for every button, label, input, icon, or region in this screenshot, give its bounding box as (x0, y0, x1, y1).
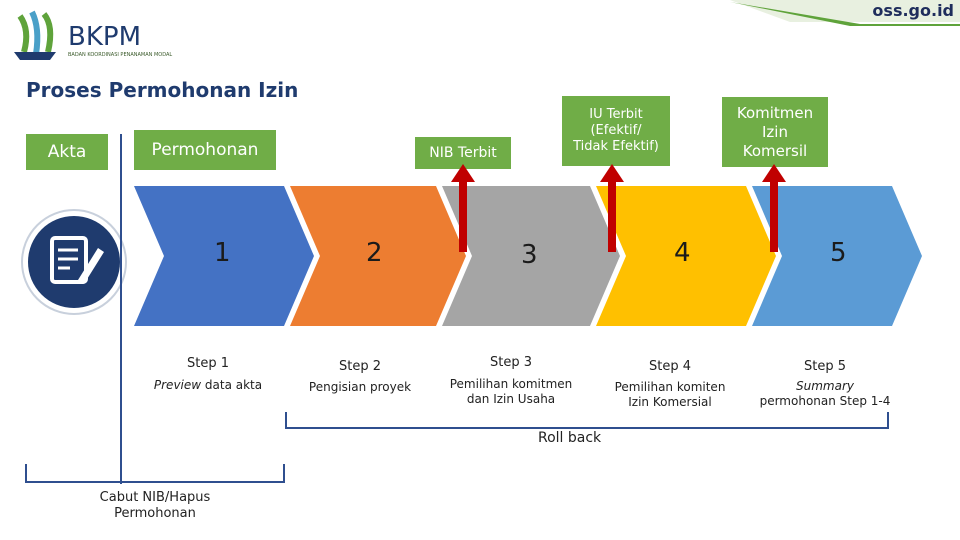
cabut-label: Cabut NIB/Hapus Permohonan (60, 490, 250, 522)
step-5-number: 5 (830, 238, 847, 268)
step-1-number: 1 (214, 238, 231, 268)
iu-terbit-line-3: Tidak Efektif) (573, 139, 659, 154)
cabut-line-1: Cabut NIB/Hapus (99, 490, 211, 505)
chevron-step-5 (752, 186, 922, 326)
site-label[interactable]: oss.go.id (872, 1, 954, 20)
iu-terbit-line-1: IU Terbit (589, 107, 643, 122)
bkpm-logo-mark (14, 10, 56, 60)
komitmen-label: Komitmen Izin Komersil (722, 97, 828, 167)
bkpm-logo-subtitle: BADAN KOORDINASI PENANAMAN MODAL (68, 52, 173, 58)
banner-swoosh (730, 0, 960, 26)
cabut-bracket (25, 464, 285, 483)
timeline-divider (120, 134, 122, 484)
cabut-line-2: Permohonan (114, 506, 196, 521)
komitmen-line-3: Komersil (742, 141, 808, 160)
chevron-step-2 (290, 186, 466, 326)
step-4-desc: Pemilihan komiten Izin Komersial (614, 380, 726, 409)
page-title: Proses Permohonan Izin (26, 78, 299, 102)
step-3-number: 3 (521, 240, 538, 270)
step-4-number: 4 (674, 238, 691, 268)
bkpm-logo: BKPM BADAN KOORDINASI PENANAMAN MODAL (10, 8, 200, 63)
step-5-label: Step 5 (803, 359, 846, 374)
step-2-label: Step 2 (338, 359, 381, 374)
nib-terbit-label: NIB Terbit (415, 137, 511, 169)
step-1-label: Step 1 (186, 356, 229, 371)
akta-label: Akta (26, 134, 108, 170)
document-edit-icon (20, 208, 128, 316)
step-3-label: Step 3 (489, 355, 532, 370)
bkpm-logo-text: BKPM (68, 22, 141, 52)
rollback-bracket (285, 412, 889, 429)
komitmen-line-1: Komitmen (736, 103, 814, 122)
iu-terbit-label: IU Terbit (Efektif/ Tidak Efektif) (562, 96, 670, 166)
permohonan-label: Permohonan (134, 130, 276, 170)
step-1-desc-text: data akta (201, 378, 263, 392)
site-banner: oss.go.id (730, 0, 960, 26)
rollback-label: Roll back (538, 430, 602, 446)
chevron-step-4 (596, 186, 776, 326)
step-1-desc: Preview data akta (138, 378, 278, 393)
step-2-desc: Pengisian proyek (308, 380, 412, 394)
red-up-arrows (451, 164, 786, 252)
step-4-label: Step 4 (648, 359, 691, 374)
step-2-number: 2 (366, 238, 383, 268)
step-1-desc-italic: Preview (153, 378, 202, 392)
step-3-desc: Pemilihan komitmen dan Izin Usaha (449, 377, 573, 406)
step-5-desc-text: permohonan Step 1-4 (759, 394, 891, 408)
iu-terbit-line-2: (Efektif/ (590, 123, 642, 138)
chevron-step-1 (134, 186, 314, 326)
komitmen-line-2: Izin (762, 122, 788, 141)
chevron-step-3 (442, 186, 620, 326)
step-5-desc-italic: Summary (796, 379, 854, 393)
